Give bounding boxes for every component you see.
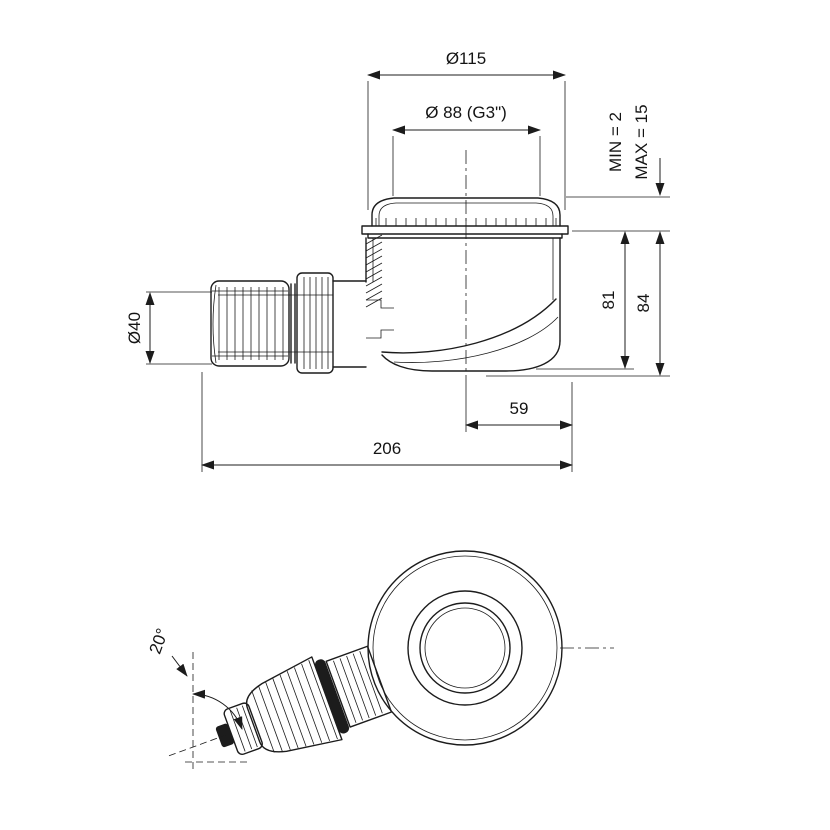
flange-outer-circle	[367, 550, 563, 746]
washer	[290, 283, 296, 364]
inlet-pipe	[332, 280, 367, 368]
cap-mid-circle	[419, 602, 511, 694]
dim-dia115: Ø115	[367, 49, 566, 210]
body-bottom	[381, 340, 561, 372]
cap-inner-circle	[424, 607, 506, 689]
dim-label-max15: MAX = 15	[632, 104, 651, 179]
dim-label-20deg: 20°	[146, 626, 173, 657]
outlet-neck-ribs	[333, 651, 383, 723]
nut-bands	[212, 290, 288, 357]
ribbed-collar	[296, 272, 334, 374]
dimensions-side-view: Ø115 Ø 88 (G3") MIN = 2 MAX = 15 81 84	[125, 49, 670, 472]
dim-84: 84	[486, 231, 670, 377]
outlet-nut	[245, 656, 343, 753]
angled-outlet	[165, 645, 393, 758]
flange-rim-knurling	[375, 218, 557, 226]
outlet-neck	[325, 645, 393, 728]
flange-plate	[361, 225, 569, 235]
flange-rim-circle	[372, 555, 558, 741]
side-view	[210, 150, 569, 382]
dim-dia40: Ø40	[125, 291, 212, 365]
collar-ribs	[303, 277, 329, 369]
dim-59-extensions	[465, 382, 573, 472]
thread-hatching	[365, 234, 383, 308]
nut-end-curve	[212, 284, 217, 364]
flange-dome-inner	[378, 202, 554, 226]
outlet-nut-ribs	[251, 660, 338, 753]
dim-label-59: 59	[510, 399, 529, 418]
dim-206: 206	[201, 372, 573, 472]
inlet-pipe-bore	[218, 294, 333, 353]
dim-label-dia40: Ø40	[125, 312, 144, 344]
dim-dia40-extensions	[146, 291, 212, 365]
dim-81: 81	[536, 231, 634, 370]
dim-label-dia115: Ø115	[446, 49, 486, 68]
outlet-axis-line	[165, 734, 228, 758]
cap-outer-circle	[407, 590, 523, 706]
angle-leader-arrow	[171, 655, 188, 677]
dim-59: 59	[465, 382, 573, 472]
plan-view: 20°	[146, 550, 614, 770]
dim-minmax-extensions	[566, 196, 670, 232]
trap-contour-1	[381, 298, 557, 354]
dim-dia88: Ø 88 (G3")	[392, 103, 541, 196]
dim-dia115-extensions	[367, 81, 566, 210]
inlet-step-detail	[366, 299, 394, 339]
angle-arc	[192, 689, 243, 730]
dim-label-dia88: Ø 88 (G3")	[425, 103, 507, 122]
dim-min-max: MIN = 2 MAX = 15	[566, 104, 670, 232]
trap-contour-2	[393, 316, 559, 363]
flange-dome-outline	[371, 197, 561, 227]
compression-nut	[210, 280, 290, 367]
dim-dia88-extensions	[392, 136, 541, 196]
outlet-cap-ribs	[229, 705, 258, 752]
dim-label-81: 81	[599, 291, 618, 310]
dim-label-min2: MIN = 2	[606, 112, 625, 172]
dim-angle-20: 20°	[146, 626, 247, 770]
gasket-band	[314, 659, 350, 734]
nut-ribs	[218, 287, 284, 360]
dim-label-206: 206	[373, 439, 401, 458]
dim-label-84: 84	[634, 294, 653, 313]
flange-plate-under	[367, 233, 563, 239]
